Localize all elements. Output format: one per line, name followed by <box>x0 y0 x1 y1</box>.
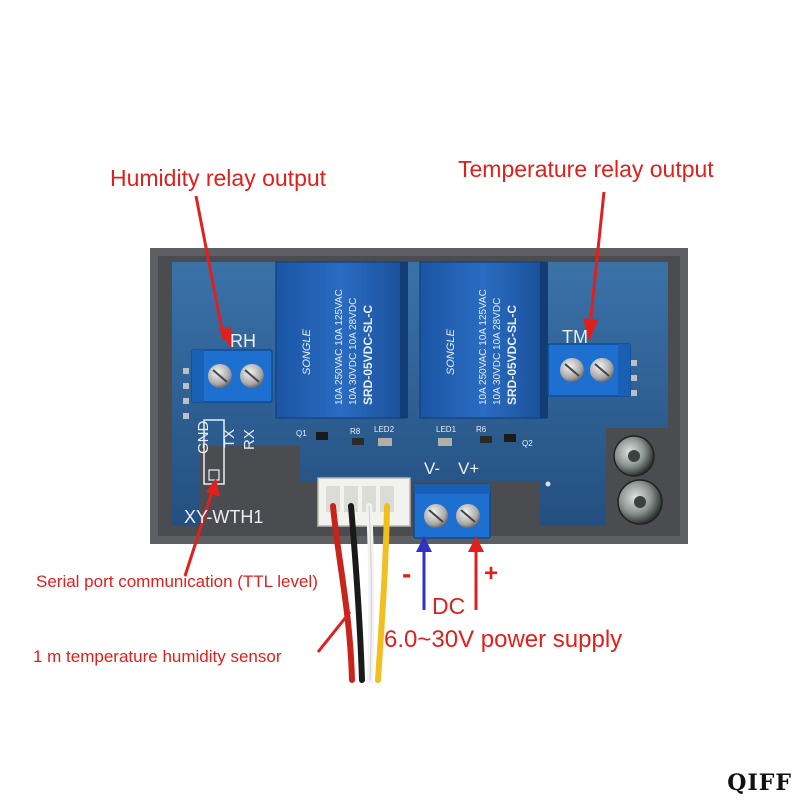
silk-gnd: GND <box>195 420 212 454</box>
relay-1-brand: SONGLE <box>301 328 313 375</box>
terminal-block-rh <box>191 349 273 403</box>
relay-2-line2: 10A 30VDC 10A 28VDC <box>492 298 503 405</box>
silk-vplus: V+ <box>458 459 480 478</box>
relay-2-brand: SONGLE <box>445 328 457 375</box>
relay-1-line2: 10A 30VDC 10A 28VDC <box>348 298 359 405</box>
silk-tx: TX <box>221 428 238 448</box>
pcb-dot <box>545 481 551 487</box>
silk-r8: R8 <box>350 427 361 436</box>
label-minus: - <box>402 558 412 589</box>
annotation-arrows <box>183 191 606 653</box>
label-power: 6.0~30V power supply <box>384 626 623 653</box>
label-sensor: 1 m temperature humidity sensor <box>33 647 282 666</box>
capacitors <box>613 435 663 525</box>
watermark-logo: QIFF <box>727 770 792 796</box>
relay-2-line1: 10A 250VAC 10A 125VAC <box>478 289 489 405</box>
silk-q2: Q2 <box>522 439 533 448</box>
sensor-wires <box>330 503 390 683</box>
side-header-pins <box>183 360 637 419</box>
relay-1-line1: 10A 250VAC 10A 125VAC <box>334 289 345 405</box>
terminal-block-power <box>413 483 491 539</box>
silk-rh: RH <box>230 331 256 351</box>
relay-2-model: SRD-05VDC-SL-C <box>505 305 519 405</box>
relay-1-model: SRD-05VDC-SL-C <box>361 305 375 405</box>
silk-r6: R6 <box>476 425 487 434</box>
label-dc: DC <box>432 593 466 619</box>
silk-rx: RX <box>241 429 258 450</box>
silk-led2: LED2 <box>374 425 395 434</box>
terminal-block-tm <box>547 343 631 397</box>
silk-model: XY-WTH1 <box>184 507 264 527</box>
label-serial-port: Serial port communication (TTL level) <box>36 572 318 591</box>
silk-led1: LED1 <box>436 425 457 434</box>
relay-humidity <box>275 261 408 419</box>
label-plus: + <box>484 560 499 587</box>
relay-1-print: SONGLE 10A 250VAC 10A 125VAC 10A 30VDC 1… <box>301 289 375 405</box>
label-temperature-relay: Temperature relay output <box>458 156 714 182</box>
small-components <box>316 432 516 446</box>
relay-temperature <box>419 261 548 419</box>
relay-2-print: SONGLE 10A 250VAC 10A 125VAC 10A 30VDC 1… <box>445 289 519 405</box>
silk-q1: Q1 <box>296 429 307 438</box>
label-humidity-relay: Humidity relay output <box>110 165 327 191</box>
silk-tm: TM <box>562 327 588 347</box>
silk-vminus: V- <box>424 459 441 478</box>
